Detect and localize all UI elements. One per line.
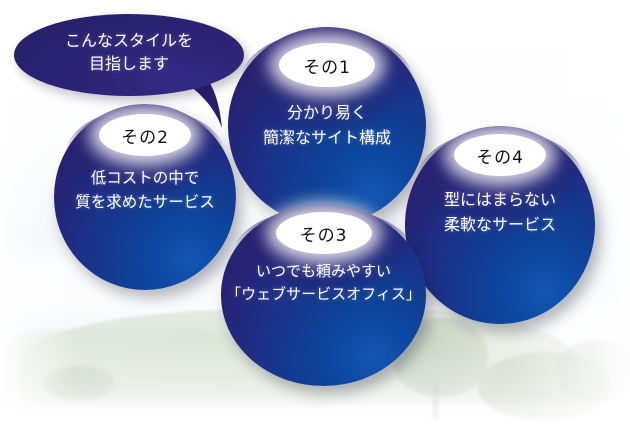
bubble-text-line-1: いつでも頼みやすい (255, 262, 391, 280)
bubble-text-line-2: 柔軟なサービス (443, 214, 556, 234)
bubble-text-2: 低コストの中で 質を求めたサービス (54, 166, 236, 214)
info-bubble-2[interactable]: その2 低コストの中で 質を求めたサービス (54, 104, 236, 290)
bubble-badge-2: その2 (99, 114, 191, 156)
bubble-text-4: 型にはまらない 柔軟なサービス (405, 188, 595, 238)
bubble-text-1: 分かり易く 簡潔なサイト構成 (228, 101, 426, 151)
speech-bubble: こんなスタイルを 目指します (14, 14, 244, 96)
bubble-text-3: いつでも頼みやすい 「ウェブサービスオフィス」 (221, 260, 426, 307)
speech-bubble-line-2: 目指します (88, 54, 169, 74)
bubble-text-line-1: 低コストの中で (90, 169, 200, 187)
bubble-text-line-2: 簡潔なサイト構成 (262, 127, 391, 147)
bubble-text-line-1: 型にはまらない (443, 190, 556, 209)
info-bubble-3[interactable]: その3 いつでも頼みやすい 「ウェブサービスオフィス」 (221, 204, 426, 386)
speech-bubble-line-1: こんなスタイルを (64, 31, 193, 50)
bubble-text-line-2: 「ウェブサービスオフィス」 (226, 285, 421, 304)
info-bubble-4[interactable]: その4 型にはまらない 柔軟なサービス (405, 126, 595, 324)
speech-bubble-shape (14, 14, 244, 96)
bubble-badge-1: その1 (279, 43, 375, 87)
bubble-text-line-1: 分かり易く (286, 103, 367, 122)
bubble-badge-3: その3 (275, 212, 372, 254)
speech-bubble-text: こんなスタイルを 目指します (14, 29, 244, 75)
info-bubble-1[interactable]: その1 分かり易く 簡潔なサイト構成 (228, 27, 426, 225)
bubble-text-line-2: 質を求めたサービス (75, 193, 215, 212)
bubble-badge-4: その4 (454, 134, 546, 176)
